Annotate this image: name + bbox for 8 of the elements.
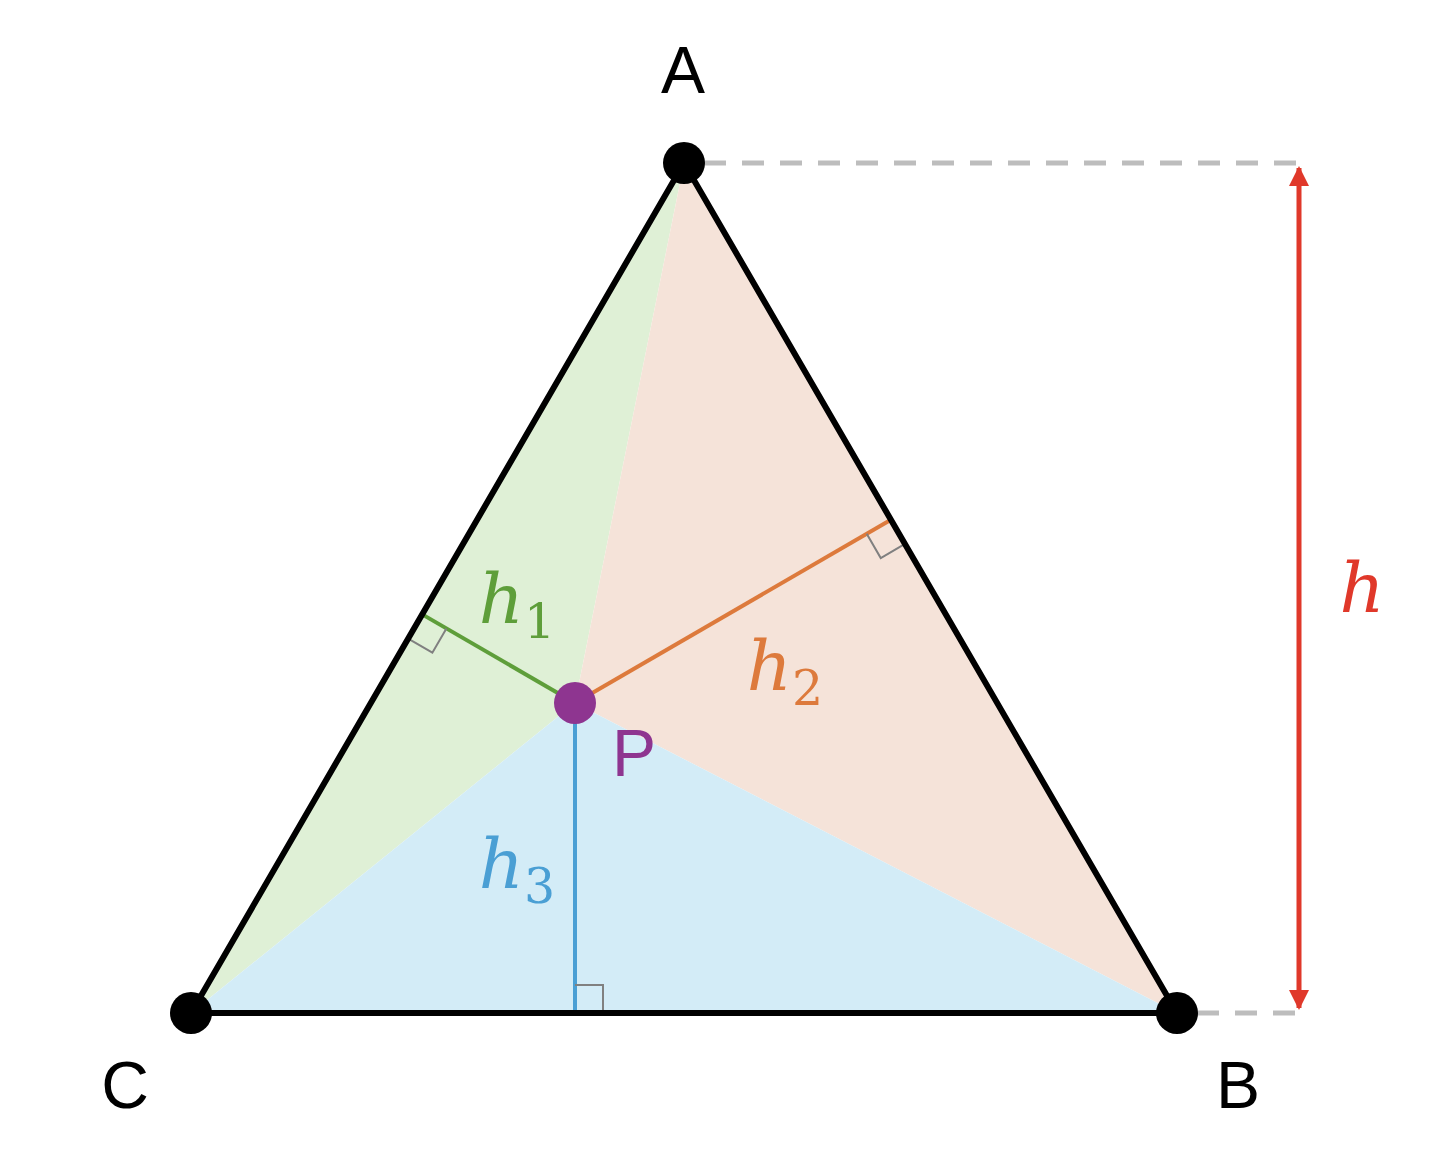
point-label: P xyxy=(612,720,656,786)
distance-label: h$_{3}$ xyxy=(478,829,556,911)
vertex-label: C xyxy=(101,1052,149,1118)
vertex-label: A xyxy=(661,37,705,103)
height-label: h xyxy=(1339,553,1385,623)
distance-label: h$_{2}$ xyxy=(746,631,824,713)
distance-label: h$_{1}$ xyxy=(478,564,556,646)
vertex-label: B xyxy=(1216,1052,1260,1118)
